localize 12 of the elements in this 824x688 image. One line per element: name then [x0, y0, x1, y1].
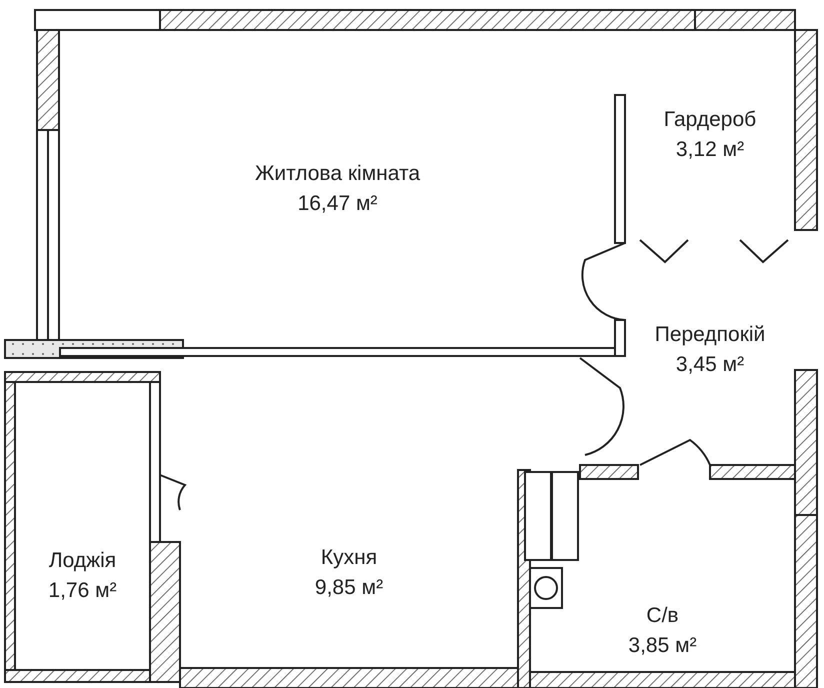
room-area: 1,76 м²	[48, 576, 117, 606]
room-name: Житлова кімната	[254, 161, 420, 187]
room-area: 3,12 м²	[676, 135, 744, 165]
room-name: Кухня	[320, 545, 378, 571]
room-name: Передпокій	[654, 322, 766, 348]
room-name: Лоджія	[48, 548, 116, 574]
room-name: С/в	[646, 602, 679, 628]
room-name: Гардероб	[664, 107, 756, 133]
room-area: 3,45 м²	[676, 350, 744, 380]
room-area: 3,85 м²	[628, 630, 697, 660]
room-area: 9,85 м²	[314, 573, 384, 603]
room-area: 16,47 м²	[298, 189, 378, 219]
